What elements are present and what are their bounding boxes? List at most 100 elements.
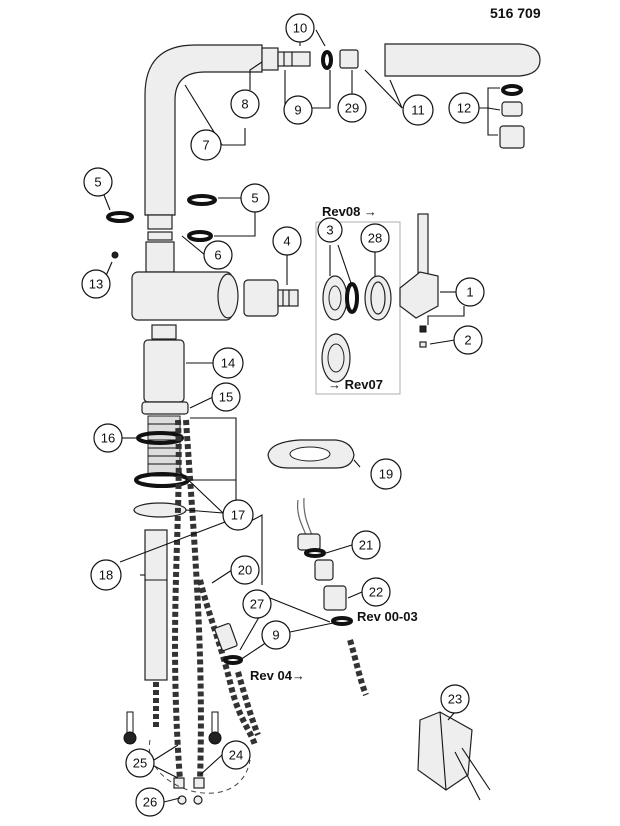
callout-9-top: 9: [283, 95, 313, 125]
fittings-24-26: [173, 777, 205, 805]
cold-water-thermometer-icon: [123, 711, 137, 745]
svg-text:1: 1: [466, 285, 473, 300]
callout-15: 15: [211, 382, 241, 412]
column-joint: [147, 214, 173, 230]
svg-text:9: 9: [272, 628, 279, 643]
svg-text:18: 18: [99, 568, 113, 583]
svg-text:11: 11: [411, 103, 425, 118]
svg-text:16: 16: [101, 431, 115, 446]
callout-26: 26: [135, 787, 165, 817]
o-ring-3: [345, 282, 359, 314]
mounting-bracket-23: [417, 711, 491, 801]
callout-7: 7: [190, 129, 222, 161]
callout-18: 18: [90, 559, 122, 591]
rev-00-03-label: Rev 00-03: [357, 609, 418, 624]
callout-5-right: 5: [240, 183, 270, 213]
svg-text:13: 13: [89, 277, 103, 292]
svg-text:4: 4: [283, 234, 290, 249]
right-hose-assembly: [297, 497, 321, 551]
callout-14: 14: [212, 347, 244, 379]
callout-3: 3: [317, 217, 343, 243]
mounting-rod-18: [144, 529, 168, 681]
dashed-hose-path: [148, 739, 251, 794]
plug-2: [419, 341, 427, 348]
hot-water-thermometer-icon: [208, 711, 222, 745]
o-ring-10: [321, 50, 333, 70]
svg-text:24: 24: [229, 748, 243, 763]
aerator-parts: [499, 84, 525, 149]
revision-box: [315, 221, 401, 395]
cap-3: [322, 275, 348, 321]
svg-text:27: 27: [250, 597, 264, 612]
svg-text:21: 21: [359, 538, 373, 553]
callout-5-left: 5: [83, 167, 113, 197]
threaded-rod-16: [147, 415, 181, 477]
svg-text:25: 25: [133, 756, 147, 771]
o-ring-5-upper: [187, 194, 217, 206]
screw-13: [111, 251, 119, 259]
callout-29: 29: [337, 93, 367, 123]
rev08-label: Rev08 →: [322, 204, 377, 219]
callout-2: 2: [453, 325, 483, 355]
sleeve-14: [143, 324, 185, 403]
grub-screw-2: [419, 325, 427, 333]
nut-22: [323, 585, 347, 611]
o-ring-9-left: [223, 655, 243, 665]
callout-27: 27: [242, 589, 272, 619]
callout-6: 6: [203, 240, 233, 270]
ring-15: [141, 401, 189, 415]
callout-4: 4: [272, 226, 302, 256]
svg-text:17: 17: [231, 508, 245, 523]
ring-6: [147, 231, 173, 241]
supply-hoses: [172, 419, 258, 781]
callout-9-bottom: 9: [261, 620, 291, 650]
spout-head: [384, 43, 541, 77]
svg-text:8: 8: [241, 97, 248, 112]
callout-28: 28: [360, 223, 390, 253]
spout-tube: [144, 44, 263, 216]
svg-text:29: 29: [345, 101, 359, 116]
svg-text:14: 14: [221, 356, 235, 371]
svg-text:9: 9: [294, 103, 301, 118]
callout-17: 17: [222, 499, 254, 531]
svg-text:12: 12: [457, 101, 471, 116]
o-ring-21: [304, 548, 326, 558]
callout-8: 8: [230, 89, 260, 119]
svg-text:2: 2: [464, 333, 471, 348]
svg-text:23: 23: [448, 692, 462, 707]
callout-20: 20: [230, 555, 260, 585]
callout-12: 12: [448, 92, 480, 124]
cover-28: [364, 275, 392, 321]
svg-text:26: 26: [143, 795, 157, 810]
callout-22: 22: [361, 577, 391, 607]
nut-29: [339, 49, 359, 69]
svg-text:3: 3: [326, 223, 333, 238]
rev04-label: Rev 04→: [250, 668, 305, 683]
leader-lines: [103, 29, 501, 803]
hose-connector-20: [214, 622, 238, 652]
o-ring-5-left: [106, 211, 134, 223]
document-number: 516 709: [490, 5, 541, 21]
braided-hose-right: [347, 639, 369, 697]
svg-text:6: 6: [214, 248, 221, 263]
svg-text:28: 28: [368, 231, 382, 246]
svg-text:10: 10: [293, 21, 307, 36]
cartridge-4: [243, 279, 299, 317]
callout-1: 1: [455, 277, 485, 307]
cap-rev07: [321, 333, 351, 383]
callout-19: 19: [370, 458, 402, 490]
column-neck: [145, 241, 175, 273]
callout-24: 24: [221, 740, 251, 770]
callout-21: 21: [351, 530, 381, 560]
spout-connector: [261, 47, 311, 71]
escutcheon-19: [267, 439, 355, 469]
o-ring-5-lower: [187, 230, 213, 242]
gasket-16: [136, 431, 184, 445]
adapter-21: [314, 559, 334, 581]
callout-25: 25: [125, 748, 155, 778]
svg-text:15: 15: [219, 390, 233, 405]
mixer-body: [131, 271, 239, 321]
svg-text:19: 19: [379, 467, 393, 482]
svg-text:20: 20: [238, 563, 252, 578]
